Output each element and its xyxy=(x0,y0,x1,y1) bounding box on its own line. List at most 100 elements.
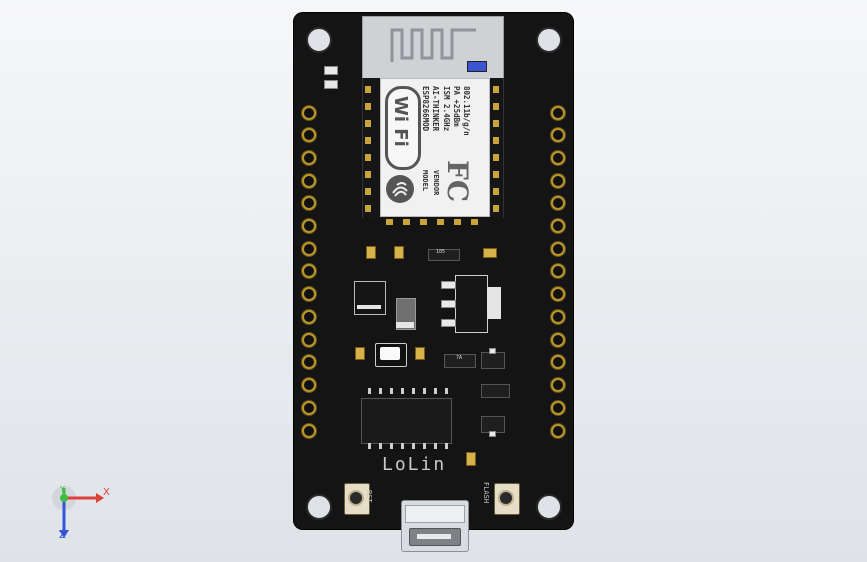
header-pin xyxy=(551,196,565,210)
chip-leg xyxy=(445,443,448,449)
sot23-transistor xyxy=(481,352,505,369)
module-line-2: AI-THINKER xyxy=(431,86,440,132)
tantalum-band xyxy=(396,322,414,328)
micro-usb-tongue xyxy=(417,534,451,539)
chip-leg xyxy=(368,443,371,449)
chip-leg xyxy=(445,388,448,394)
castellated-pad xyxy=(493,188,499,195)
castellated-pad xyxy=(471,219,478,225)
rst-label: RST xyxy=(365,490,373,503)
module-line-5: 802.11b/g/n xyxy=(462,86,471,136)
chip-leg xyxy=(379,388,382,394)
header-pin xyxy=(302,333,316,347)
castellated-pad xyxy=(403,219,410,225)
header-pin xyxy=(302,401,316,415)
castellated-pad xyxy=(365,171,371,178)
header-pin xyxy=(302,128,316,142)
chip-leg xyxy=(412,388,415,394)
regulator-pin xyxy=(441,281,456,289)
voltage-regulator xyxy=(455,275,488,333)
castellated-pad xyxy=(365,205,371,212)
crystal-top xyxy=(380,347,400,360)
flash-button-cap[interactable] xyxy=(498,490,514,506)
chip-leg xyxy=(423,388,426,394)
castellated-pad xyxy=(493,86,499,93)
brand-silkscreen: LoLin xyxy=(382,454,447,475)
smd-resistor xyxy=(324,66,338,75)
header-pin xyxy=(551,287,565,301)
header-pin xyxy=(302,242,316,256)
header-pin xyxy=(302,378,316,392)
mounting-hole-top-right xyxy=(536,27,562,53)
diode-cathode-stripe xyxy=(357,305,381,309)
chip-leg xyxy=(401,388,404,394)
mounting-hole-bottom-right xyxy=(536,494,562,520)
header-pin xyxy=(551,151,565,165)
rst-button-cap[interactable] xyxy=(348,490,364,506)
espressif-swirl-icon xyxy=(392,182,408,197)
y-axis-label: Y xyxy=(60,485,65,494)
castellated-pad xyxy=(493,171,499,178)
blue-led xyxy=(467,61,487,72)
header-pin xyxy=(551,264,565,278)
header-pin xyxy=(551,242,565,256)
castellated-pad xyxy=(493,103,499,110)
castellated-pad xyxy=(420,219,427,225)
header-pin xyxy=(302,196,316,210)
coordinate-triad xyxy=(52,486,104,538)
header-pin xyxy=(551,378,565,392)
header-pin xyxy=(302,264,316,278)
chip-leg xyxy=(390,388,393,394)
castellated-pad xyxy=(437,219,444,225)
header-pin xyxy=(551,106,565,120)
chip-leg xyxy=(368,388,371,394)
castellated-pad xyxy=(365,154,371,161)
header-pin xyxy=(302,106,316,120)
module-vendor-label: VENDOR xyxy=(432,170,440,196)
regulator-pin xyxy=(441,300,456,308)
header-pin xyxy=(551,424,565,438)
castellated-pad xyxy=(493,205,499,212)
fcc-mark: FC xyxy=(441,160,474,203)
usb-serial-chip xyxy=(361,398,452,444)
smd-capacitor xyxy=(355,347,365,360)
header-pin xyxy=(551,333,565,347)
smd-resistor xyxy=(324,80,338,89)
castellated-pad xyxy=(493,120,499,127)
smd-capacitor xyxy=(466,452,476,466)
header-pin xyxy=(302,355,316,369)
castellated-pad xyxy=(365,103,371,110)
small-ic xyxy=(481,384,510,398)
module-model-label: MODEL xyxy=(421,170,429,192)
header-pin xyxy=(551,401,565,415)
micro-usb-shell-top xyxy=(405,505,465,523)
smd-capacitor xyxy=(394,246,404,259)
header-pin xyxy=(302,219,316,233)
z-axis-label: Z xyxy=(59,530,66,541)
castellated-pad xyxy=(493,154,499,161)
chip-leg xyxy=(390,443,393,449)
mounting-hole-bottom-left xyxy=(306,494,332,520)
module-line-1: ESP8266MOD xyxy=(421,86,430,132)
mounting-hole-top-left xyxy=(306,27,332,53)
header-pin xyxy=(551,128,565,142)
castellated-pad xyxy=(365,188,371,195)
castellated-pad xyxy=(386,219,393,225)
x-axis-label: X xyxy=(103,487,110,498)
wifi-logo xyxy=(385,86,421,170)
castellated-pad xyxy=(365,137,371,144)
castellated-pad xyxy=(365,86,371,93)
regulator-pin xyxy=(441,319,456,327)
header-pin xyxy=(551,355,565,369)
header-pin xyxy=(302,287,316,301)
smd-capacitor xyxy=(415,347,425,360)
transistor-pin xyxy=(489,348,496,354)
wifi-logo-text: Wi Fi xyxy=(390,96,411,147)
header-pin xyxy=(302,151,316,165)
flash-label: FLASH xyxy=(482,482,490,504)
regulator-tab xyxy=(487,287,501,319)
module-line-3: ISM 2.4GHz xyxy=(442,86,451,132)
smd-resistor-network xyxy=(428,249,460,261)
chip-leg xyxy=(423,443,426,449)
transistor-pin xyxy=(489,431,496,437)
